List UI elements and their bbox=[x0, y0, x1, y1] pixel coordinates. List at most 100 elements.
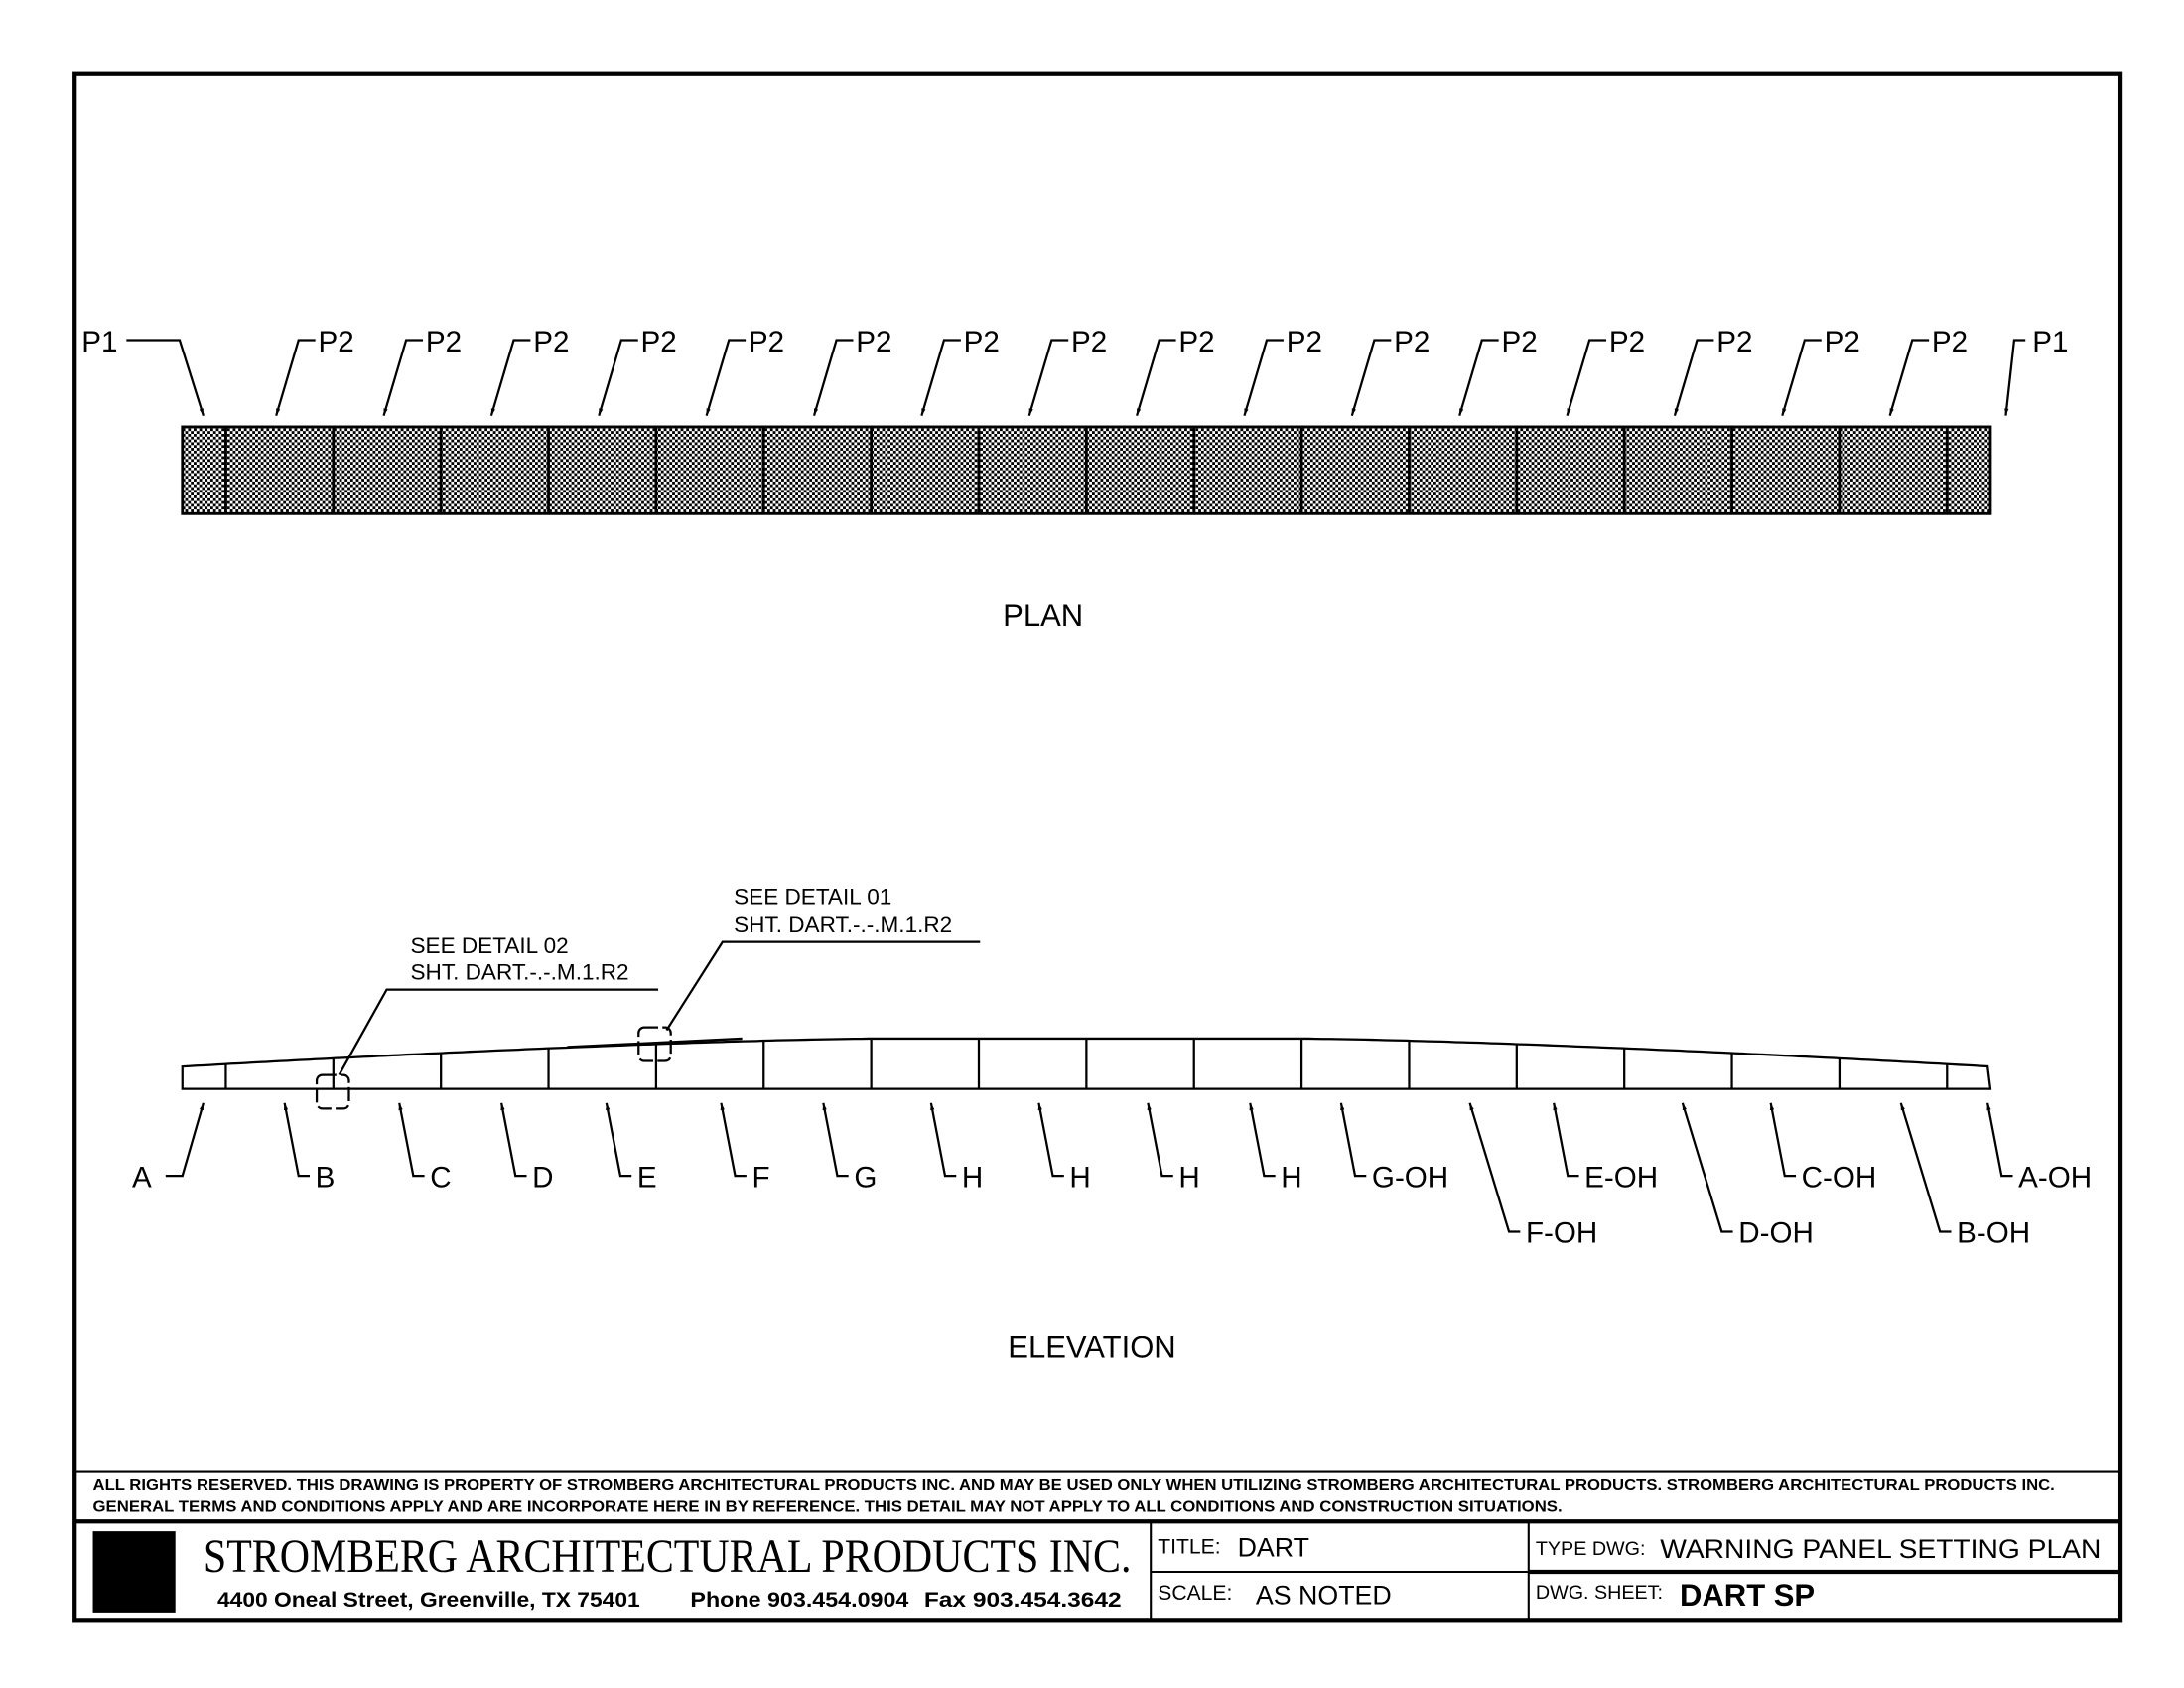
svg-text:P2: P2 bbox=[1609, 326, 1645, 358]
svg-text:P2: P2 bbox=[1394, 326, 1430, 358]
svg-text:G: G bbox=[854, 1161, 877, 1194]
svg-text:C: C bbox=[430, 1161, 451, 1194]
elevation-panel-label: G bbox=[822, 1102, 877, 1194]
svg-text:P2: P2 bbox=[318, 326, 353, 358]
elevation-panel-label: F-OH bbox=[1468, 1102, 1597, 1250]
elevation-panel-label: A bbox=[132, 1102, 205, 1194]
plan-panel-label: P2 bbox=[1781, 326, 1860, 416]
plan-panel-label: P2 bbox=[1136, 326, 1215, 416]
svg-text:D: D bbox=[532, 1161, 553, 1194]
plan-panel-label: P2 bbox=[489, 326, 569, 416]
elevation-panel-label: B-OH bbox=[1899, 1102, 2030, 1250]
svg-text:H: H bbox=[1281, 1161, 1301, 1194]
svg-text:C-OH: C-OH bbox=[1802, 1161, 1877, 1194]
plan-panel-label: P2 bbox=[382, 326, 462, 416]
type-dwg-value: WARNING PANEL SETTING PLAN bbox=[1660, 1534, 2101, 1564]
svg-text:P2: P2 bbox=[749, 326, 784, 358]
plan-panel-label: P2 bbox=[1350, 326, 1430, 416]
svg-text:ALL RIGHTS RESERVED. THIS DRAW: ALL RIGHTS RESERVED. THIS DRAWING IS PRO… bbox=[93, 1477, 2055, 1494]
svg-text:B-OH: B-OH bbox=[1957, 1217, 2030, 1250]
elevation-panel-label: H bbox=[929, 1102, 983, 1194]
svg-text:P2: P2 bbox=[641, 326, 677, 358]
svg-text:P2: P2 bbox=[856, 326, 891, 358]
svg-text:P2: P2 bbox=[1716, 326, 1752, 358]
svg-text:P2: P2 bbox=[964, 326, 1000, 358]
dwg-sheet-value: DART SP bbox=[1680, 1578, 1815, 1613]
svg-text:B: B bbox=[316, 1161, 336, 1194]
company-phone: Phone 903.454.0904 bbox=[690, 1589, 908, 1612]
elevation-panel-label: H bbox=[1249, 1102, 1302, 1194]
svg-text:SEE DETAIL 01: SEE DETAIL 01 bbox=[734, 885, 891, 910]
svg-text:G-OH: G-OH bbox=[1372, 1161, 1448, 1194]
svg-text:P2: P2 bbox=[426, 326, 462, 358]
elevation-panel-label: C bbox=[398, 1102, 452, 1194]
elevation-panel-label: F bbox=[720, 1102, 770, 1194]
svg-text:P1: P1 bbox=[81, 326, 117, 358]
sheet-border bbox=[72, 71, 2123, 1623]
svg-text:E: E bbox=[637, 1161, 657, 1194]
svg-text:A: A bbox=[132, 1161, 152, 1194]
plan-view: P1 P2 P2 P2 P2 P2 P2 P2 P2 P2 P2 P2 P2 P2 P2 P2 P2 P1 bbox=[81, 326, 2068, 515]
svg-text:GENERAL TERMS AND CONDITIONS A: GENERAL TERMS AND CONDITIONS APPLY AND A… bbox=[93, 1498, 1563, 1515]
detail-02-callout: SEE DETAIL 02 SHT. DART.-.-.M.1.R2 bbox=[315, 933, 659, 1110]
disclaimer: ALL RIGHTS RESERVED. THIS DRAWING IS PRO… bbox=[74, 1470, 2121, 1524]
plan-panel-label: P1 bbox=[81, 326, 205, 416]
elevation-panel-label: B bbox=[283, 1102, 336, 1194]
scale-label: SCALE: bbox=[1158, 1582, 1232, 1605]
svg-text:E-OH: E-OH bbox=[1584, 1161, 1658, 1194]
plan-panel-label: P2 bbox=[1243, 326, 1322, 416]
svg-text:H: H bbox=[1178, 1161, 1199, 1194]
svg-text:SHT. DART.-.-.M.1.R2: SHT. DART.-.-.M.1.R2 bbox=[734, 913, 952, 937]
plan-panel-label: P2 bbox=[812, 326, 892, 416]
svg-text:D-OH: D-OH bbox=[1738, 1217, 1814, 1250]
title-block: STROMBERG ARCHITECTURAL PRODUCTS INC. 44… bbox=[92, 1521, 2121, 1621]
type-dwg-label: TYPE DWG: bbox=[1536, 1538, 1646, 1560]
elevation-view: A B C D E F G H H H H G-OH F-OH E-OH D-OH C-OH B-OH A-OH bbox=[132, 1037, 2092, 1250]
elevation-panel-label: E bbox=[605, 1102, 657, 1194]
plan-panel-label: P2 bbox=[920, 326, 1000, 416]
detail-01-callout: SEE DETAIL 01 SHT. DART.-.-.M.1.R2 bbox=[567, 885, 981, 1062]
plan-panel-label: P2 bbox=[598, 326, 677, 416]
scale-value: AS NOTED bbox=[1256, 1580, 1392, 1610]
elevation-panel-label: C-OH bbox=[1769, 1102, 1877, 1194]
svg-text:P2: P2 bbox=[1178, 326, 1214, 358]
svg-text:P2: P2 bbox=[1932, 326, 1968, 358]
svg-text:H: H bbox=[1069, 1161, 1090, 1194]
svg-text:P2: P2 bbox=[1825, 326, 1860, 358]
plan-panel-label: P2 bbox=[1566, 326, 1645, 416]
svg-text:P2: P2 bbox=[1501, 326, 1537, 358]
elevation-panel-label: D-OH bbox=[1681, 1102, 1814, 1250]
title-label: TITLE: bbox=[1158, 1536, 1220, 1559]
plan-panel-label: P2 bbox=[1888, 326, 1968, 416]
company-name: STROMBERG ARCHITECTURAL PRODUCTS INC. bbox=[204, 1530, 1132, 1583]
elevation-title: ELEVATION bbox=[1008, 1330, 1175, 1364]
svg-text:P2: P2 bbox=[533, 326, 569, 358]
svg-text:SEE DETAIL 02: SEE DETAIL 02 bbox=[411, 933, 569, 958]
svg-text:P2: P2 bbox=[1071, 326, 1107, 358]
plan-title: PLAN bbox=[1003, 598, 1083, 633]
svg-text:A-OH: A-OH bbox=[2018, 1161, 2092, 1194]
company-logo bbox=[92, 1531, 176, 1613]
plan-panel-label: P2 bbox=[1458, 326, 1538, 416]
dwg-sheet-label: DWG. SHEET: bbox=[1536, 1582, 1663, 1604]
elevation-profile bbox=[181, 1037, 1992, 1090]
svg-text:SHT. DART.-.-.M.1.R2: SHT. DART.-.-.M.1.R2 bbox=[411, 960, 629, 985]
elevation-panel-label: E-OH bbox=[1553, 1102, 1658, 1194]
plan-panel-label: P2 bbox=[1673, 326, 1752, 416]
plan-panel-label: P1 bbox=[2004, 326, 2068, 416]
elevation-panel-label: G-OH bbox=[1339, 1102, 1448, 1194]
elevation-panel-label: H bbox=[1147, 1102, 1200, 1194]
elevation-panel-label: H bbox=[1037, 1102, 1091, 1194]
plan-panel-label: P2 bbox=[275, 326, 354, 416]
company-fax: Fax 903.454.3642 bbox=[924, 1589, 1122, 1612]
svg-text:F: F bbox=[751, 1161, 769, 1194]
title-value: DART bbox=[1238, 1532, 1309, 1562]
company-address: 4400 Oneal Street, Greenville, TX 75401 bbox=[217, 1589, 640, 1612]
elevation-panel-label: D bbox=[500, 1102, 554, 1194]
elevation-panel-label: A-OH bbox=[1986, 1102, 2092, 1194]
plan-panel-label: P2 bbox=[705, 326, 784, 416]
svg-text:H: H bbox=[962, 1161, 983, 1194]
svg-text:P1: P1 bbox=[2032, 326, 2068, 358]
svg-text:F-OH: F-OH bbox=[1526, 1217, 1597, 1250]
